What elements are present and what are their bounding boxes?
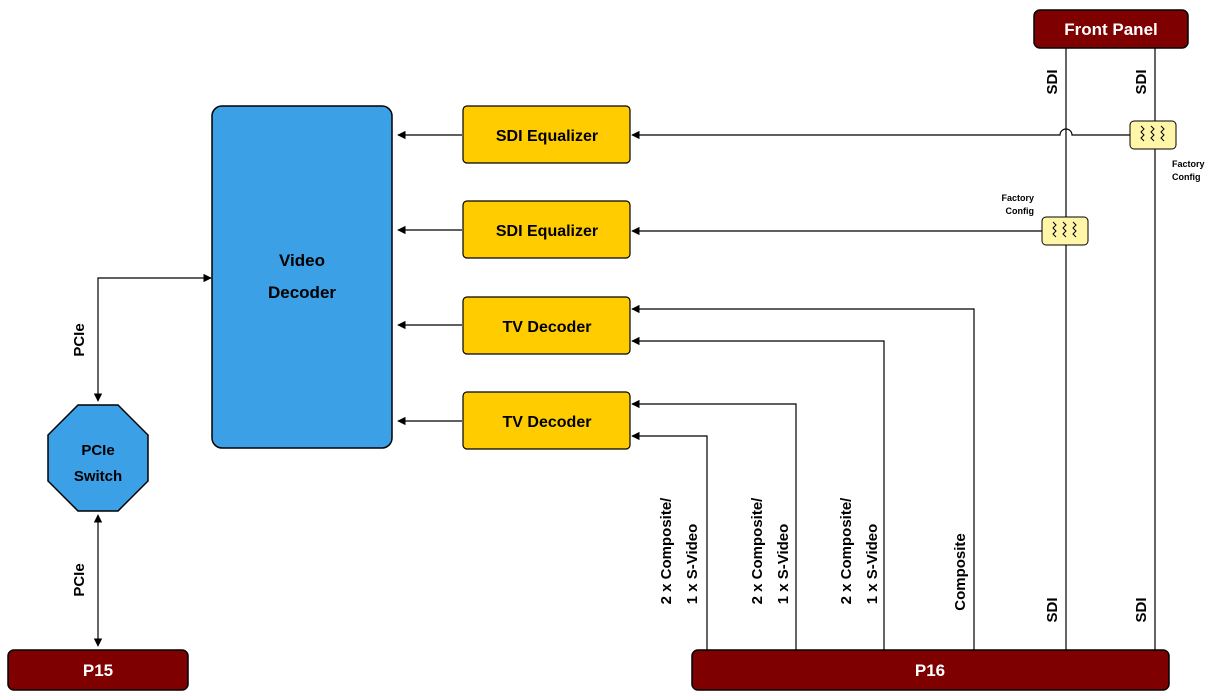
wire-pcie-switch-to-decoder bbox=[93, 273, 212, 402]
front-panel-box bbox=[1033, 9, 1189, 49]
pcie-upper-label: PCIe bbox=[71, 323, 88, 356]
tv-decoder-1-label: TV Decoder bbox=[503, 319, 592, 336]
p15-connector: P15 bbox=[7, 649, 189, 691]
factory-config-1-label-2: Config bbox=[1006, 206, 1035, 216]
pcie-lower-label: PCIe bbox=[71, 563, 88, 596]
comp-group-1-label-1: 2 x Composite/ bbox=[658, 497, 675, 605]
wire-sdi-to-eq1 bbox=[631, 128, 1130, 140]
video-decoder: Video Decoder bbox=[211, 105, 393, 449]
p15-label: P15 bbox=[83, 661, 113, 680]
sdi-front-2-label: SDI bbox=[1133, 69, 1150, 94]
tv-decoder-1: TV Decoder bbox=[462, 296, 631, 355]
resistor-icon bbox=[1052, 221, 1077, 238]
video-decoder-box bbox=[211, 105, 393, 449]
resistor-2 bbox=[1129, 120, 1177, 150]
p15-box bbox=[7, 649, 189, 691]
pcie-switch-octagon bbox=[47, 404, 149, 512]
pcie-switch-label-2: Switch bbox=[74, 468, 122, 485]
sdi-equalizer-2-label: SDI Equalizer bbox=[496, 223, 598, 240]
wires bbox=[93, 48, 1156, 652]
p16-label: P16 bbox=[915, 661, 945, 680]
video-decoder-label-1: Video bbox=[279, 251, 325, 270]
pcie-switch-label-1: PCIe bbox=[81, 442, 114, 459]
resistor-icon bbox=[1140, 125, 1165, 142]
p16-box bbox=[691, 649, 1170, 691]
pcie-switch: PCIe Switch bbox=[47, 404, 149, 512]
p16-connector: P16 bbox=[691, 649, 1170, 691]
sdi-equalizer-1-label: SDI Equalizer bbox=[496, 128, 598, 145]
comp-group-2-label-1: 2 x Composite/ bbox=[749, 497, 766, 605]
resistor-1-box bbox=[1041, 216, 1089, 246]
resistor-1 bbox=[1041, 216, 1089, 246]
sdi-equalizer-2-box bbox=[462, 200, 631, 259]
wire-group1-to-tv2 bbox=[631, 431, 708, 652]
tv-decoder-2: TV Decoder bbox=[462, 391, 631, 450]
comp-group-1-label-2: 1 x S-Video bbox=[684, 524, 701, 605]
sdi-p16-1-label: SDI bbox=[1044, 597, 1061, 622]
wire-group3-to-tv1 bbox=[631, 336, 885, 652]
wire-group2-to-tv2 bbox=[631, 399, 797, 652]
comp-group-2-label-2: 1 x S-Video bbox=[775, 524, 792, 605]
factory-config-1-label-1: Factory bbox=[1001, 193, 1034, 203]
video-decoder-label-2: Decoder bbox=[268, 283, 336, 302]
tv-decoder-1-box bbox=[462, 296, 631, 355]
sdi-front-1-label: SDI bbox=[1044, 69, 1061, 94]
sdi-equalizer-1: SDI Equalizer bbox=[462, 105, 631, 164]
resistor-2-box bbox=[1129, 120, 1177, 150]
sdi-p16-2-label: SDI bbox=[1133, 597, 1150, 622]
comp-group-3-label-2: 1 x S-Video bbox=[864, 524, 881, 605]
factory-config-2-label-1: Factory bbox=[1172, 159, 1205, 169]
sdi-equalizer-1-box bbox=[462, 105, 631, 164]
sdi-equalizer-2: SDI Equalizer bbox=[462, 200, 631, 259]
front-panel-connector: Front Panel bbox=[1033, 9, 1189, 49]
factory-config-2-label-2: Config bbox=[1172, 172, 1201, 182]
tv-decoder-2-box bbox=[462, 391, 631, 450]
comp-group-3-label-1: 2 x Composite/ bbox=[838, 497, 855, 605]
tv-decoder-2-label: TV Decoder bbox=[503, 414, 592, 431]
composite-label: Composite bbox=[952, 533, 969, 611]
front-panel-label: Front Panel bbox=[1064, 20, 1158, 39]
wire-composite-to-tv1 bbox=[631, 304, 975, 652]
